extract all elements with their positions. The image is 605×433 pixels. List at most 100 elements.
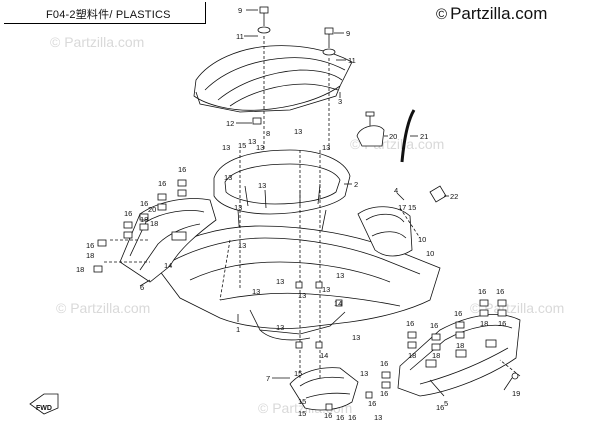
watermark: © Partzilla.com <box>56 300 151 316</box>
callout-10: 10 <box>418 235 426 244</box>
clip[interactable] <box>315 341 323 349</box>
vent-cap[interactable] <box>356 111 385 147</box>
callout-13: 13 <box>224 173 232 182</box>
callout-16: 16 <box>496 287 504 296</box>
callout-11: 11 <box>348 56 356 65</box>
callout-2: 2 <box>354 180 358 189</box>
clip[interactable] <box>123 221 133 239</box>
clip[interactable] <box>139 213 149 231</box>
lower-guard[interactable] <box>289 367 359 411</box>
callout-13: 13 <box>294 127 302 136</box>
callout-20: 20 <box>389 132 397 141</box>
clip[interactable] <box>295 341 303 349</box>
fastener-14[interactable] <box>335 299 343 307</box>
callout-11: 11 <box>236 32 244 41</box>
callout-13: 13 <box>322 285 330 294</box>
fastener-19[interactable] <box>511 372 519 380</box>
callout-13: 13 <box>276 277 284 286</box>
callout-15: 15 <box>294 369 302 378</box>
right-fender[interactable] <box>357 206 413 257</box>
callout-18: 18 <box>150 219 158 228</box>
clip[interactable] <box>177 179 187 197</box>
reflector[interactable] <box>429 185 447 203</box>
copyright-icon: © <box>436 6 448 23</box>
callout-18: 18 <box>432 351 440 360</box>
clip[interactable] <box>315 281 323 289</box>
callout-18: 18 <box>140 215 148 224</box>
callout-13: 13 <box>336 271 344 280</box>
callout-21: 21 <box>420 132 428 141</box>
callout-16: 16 <box>436 403 444 412</box>
callout-16: 16 <box>178 165 186 174</box>
callout-13: 13 <box>258 181 266 190</box>
callout-16: 16 <box>140 199 148 208</box>
clip[interactable] <box>455 321 465 339</box>
callout-16: 16 <box>380 389 388 398</box>
callout-14: 14 <box>334 299 342 308</box>
rear-cover[interactable] <box>397 314 521 397</box>
watermark: © Partzilla.com <box>50 34 145 50</box>
clip[interactable] <box>479 299 489 317</box>
callout-16: 16 <box>324 411 332 420</box>
callout-13: 13 <box>238 241 246 250</box>
callout-13: 13 <box>222 143 230 152</box>
fastener-12[interactable] <box>252 117 262 125</box>
callout-13: 13 <box>322 143 330 152</box>
fastener-9-right[interactable] <box>322 27 336 56</box>
callout-7: 7 <box>266 374 270 383</box>
callout-6: 6 <box>140 283 144 292</box>
brand-name: Partzilla.com <box>450 4 548 23</box>
fastener-9-left[interactable] <box>257 6 271 34</box>
callout-8: 8 <box>266 129 270 138</box>
callout-13: 13 <box>298 291 306 300</box>
clip[interactable] <box>93 265 103 273</box>
callout-18: 18 <box>86 251 94 260</box>
storage-box[interactable] <box>213 149 351 248</box>
callout-18: 18 <box>456 341 464 350</box>
callout-15: 15 <box>298 397 306 406</box>
callout-15: 15 <box>238 141 246 150</box>
callout-13: 13 <box>352 333 360 342</box>
callout-13: 13 <box>252 287 260 296</box>
callout-18: 18 <box>480 319 488 328</box>
callout-16: 16 <box>380 359 388 368</box>
clip[interactable] <box>497 299 507 317</box>
callout-16: 16 <box>158 179 166 188</box>
callout-16: 16 <box>406 319 414 328</box>
clip[interactable] <box>325 403 333 411</box>
callout-9: 9 <box>238 6 242 15</box>
callout-16: 16 <box>124 209 132 218</box>
callout-5: 5 <box>444 399 448 408</box>
callout-16: 16 <box>498 319 506 328</box>
callout-13: 13 <box>276 323 284 332</box>
clip[interactable] <box>157 193 167 211</box>
callout-15: 15 <box>408 203 416 212</box>
seat-cover[interactable] <box>193 45 353 113</box>
main-floor-panel[interactable] <box>149 225 441 341</box>
fwd-badge: FWD <box>36 405 52 412</box>
callout-3: 3 <box>338 97 342 106</box>
clip[interactable] <box>431 333 441 351</box>
callout-13: 13 <box>360 369 368 378</box>
callout-14: 14 <box>164 261 172 270</box>
fwd-arrow-icon <box>29 393 59 415</box>
brand-logo[interactable]: ©Partzilla.com <box>436 4 547 24</box>
callout-16: 16 <box>454 309 462 318</box>
callout-16: 16 <box>86 241 94 250</box>
callout-19: 19 <box>512 389 520 398</box>
clip[interactable] <box>381 371 391 389</box>
callout-10: 10 <box>426 249 434 258</box>
callout-13: 13 <box>256 143 264 152</box>
callout-17: 17 <box>398 203 406 212</box>
callout-16: 16 <box>348 413 356 422</box>
callout-15: 15 <box>298 409 306 418</box>
clip[interactable] <box>295 281 303 289</box>
callout-18: 18 <box>408 351 416 360</box>
clip[interactable] <box>407 331 417 349</box>
clip[interactable] <box>97 239 107 247</box>
breather-tube[interactable] <box>400 109 416 163</box>
clip[interactable] <box>365 391 373 399</box>
callout-4: 4 <box>394 186 398 195</box>
